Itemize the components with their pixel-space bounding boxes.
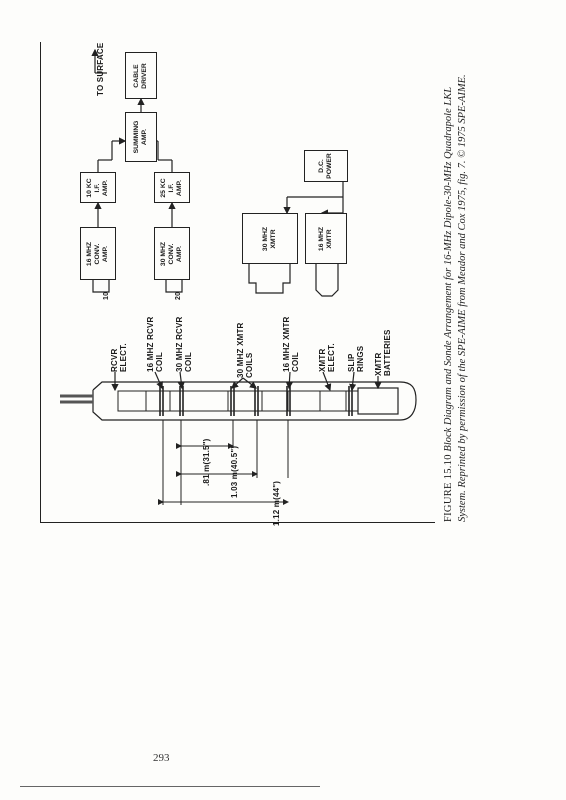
xmtr30-coils-line2: COILS [245, 352, 254, 378]
conv16-block: 16 MHZ CONV. AMP. [80, 227, 116, 280]
cable-line2: DRIVER [141, 62, 148, 89]
slip-rings-line2: RINGS [356, 345, 365, 372]
xmtr16-line1: 16 MHZ [318, 226, 325, 251]
plug-label-2: 20 [175, 291, 182, 300]
footer-rule [20, 786, 320, 787]
xmtr30-coils-label: 30 MHZ XMTR COILS [236, 322, 254, 378]
slip-rings-line1: SLIP [347, 353, 356, 372]
dimension-103: 1.03 m(40.5") [230, 445, 239, 498]
if10-block: 10 KC I.F. AMP. [80, 172, 116, 203]
to-surface-label: TO SURFACE [96, 42, 105, 96]
xmtr-elect-line2: ELECT. [327, 343, 336, 372]
if25-line3: AMP. [176, 179, 183, 196]
top-rule [40, 42, 42, 522]
dimension-112: 1.12 m(44") [272, 480, 281, 526]
rcvr16-coil-label: 16 MHZ RCVR COIL [146, 316, 164, 372]
cable-driver-block: CABLE DRIVER [125, 52, 157, 99]
cable-line1: CABLE [133, 63, 140, 88]
conv16-line1: 16 MHZ [86, 241, 93, 266]
summing-line2: AMP. [141, 128, 148, 146]
dc-power-label: D.C. POWER [318, 153, 334, 179]
conv30-label: 30 MHZ CONV. AMP. [160, 241, 184, 265]
rcvr-elect-label: RCVR ELECT. [110, 343, 128, 372]
rcvr16-line1: 16 MHZ RCVR [146, 316, 155, 372]
xmtr30-coils-line1: 30 MHZ XMTR [236, 322, 245, 378]
xmtr30-line2: XMTR [270, 228, 277, 249]
conv30-line3: AMP. [176, 245, 183, 262]
conv30-line1: 30 MHZ [160, 241, 167, 266]
rcvr16-line2: COIL [155, 352, 164, 372]
xmtr16-coil-label: 16 MHZ XMTR COIL [282, 316, 300, 372]
xmtr16-coil-line1: 16 MHZ XMTR [282, 316, 291, 372]
if10-line2: I.F. [94, 182, 101, 193]
conv30-line2: CONV. [168, 243, 175, 264]
dc-power-block: D.C. POWER [304, 150, 348, 182]
if25-block: 25 KC I.F. AMP. [154, 172, 190, 203]
xmtr30-label: 30 MHZ XMTR [262, 226, 278, 250]
xmtr-elect-line1: XMTR [318, 348, 327, 372]
conv30-block: 30 MHZ CONV. AMP. [154, 227, 190, 280]
if10-label: 10 KC I.F. AMP. [86, 178, 110, 197]
dcpower-line2: POWER [326, 153, 333, 179]
dimension-081: .81 m(31.5") [202, 438, 211, 486]
rcvr30-line1: 30 MHZ RCVR [175, 316, 184, 372]
xmtr-elect-label: XMTR ELECT. [318, 343, 336, 372]
plug-label-1: 10 [103, 291, 110, 300]
caption-text-1: Block Diagram and Sonde Arrangement for … [443, 86, 454, 452]
caption-text-2: System. Reprinted by permission of the S… [457, 74, 468, 522]
page-number: 293 [153, 752, 170, 764]
if25-label: 25 KC I.F. AMP. [160, 178, 184, 197]
conv16-line2: CONV. [94, 243, 101, 264]
conv16-line3: AMP. [102, 245, 109, 262]
xmtr16-coil-line2: COIL [291, 352, 300, 372]
summing-line1: SUMMING [133, 120, 140, 154]
batteries-line1: XMTR [374, 352, 383, 376]
if25-line1: 25 KC [160, 177, 167, 198]
batteries-line2: BATTERIES [383, 329, 392, 376]
if10-line1: 10 KC [86, 177, 93, 198]
rcvr-elect-line1: RCVR [110, 348, 119, 372]
if10-line3: AMP. [102, 179, 109, 196]
summing-block: SUMMING AMP. [125, 112, 157, 162]
caption-line1: FIGURE 15.10 Block Diagram and Sonde Arr… [442, 74, 456, 522]
rcvr30-coil-label: 30 MHZ RCVR COIL [175, 316, 193, 372]
xmtr30-line1: 30 MHZ [262, 226, 269, 251]
xmtr16-label: 16 MHZ XMTR [318, 226, 334, 250]
bottom-rule [40, 522, 435, 524]
cable-driver-label: CABLE DRIVER [133, 63, 149, 89]
rcvr30-line2: COIL [184, 352, 193, 372]
xmtr16-block: 16 MHZ XMTR [305, 213, 347, 264]
batteries-label: XMTR BATTERIES [374, 329, 392, 376]
figure-caption: FIGURE 15.10 Block Diagram and Sonde Arr… [442, 74, 470, 522]
xmtr30-block: 30 MHZ XMTR [242, 213, 298, 264]
xmtr16-line2: XMTR [326, 228, 333, 249]
conv16-label: 16 MHZ CONV. AMP. [86, 241, 110, 265]
rcvr-elect-line2: ELECT. [119, 343, 128, 372]
if25-line2: I.F. [168, 182, 175, 193]
dcpower-line1: D.C. [318, 159, 325, 173]
slip-rings-label: SLIP RINGS [347, 346, 365, 372]
caption-number: FIGURE 15.10 [443, 454, 454, 522]
summing-label: SUMMING AMP. [133, 121, 149, 154]
